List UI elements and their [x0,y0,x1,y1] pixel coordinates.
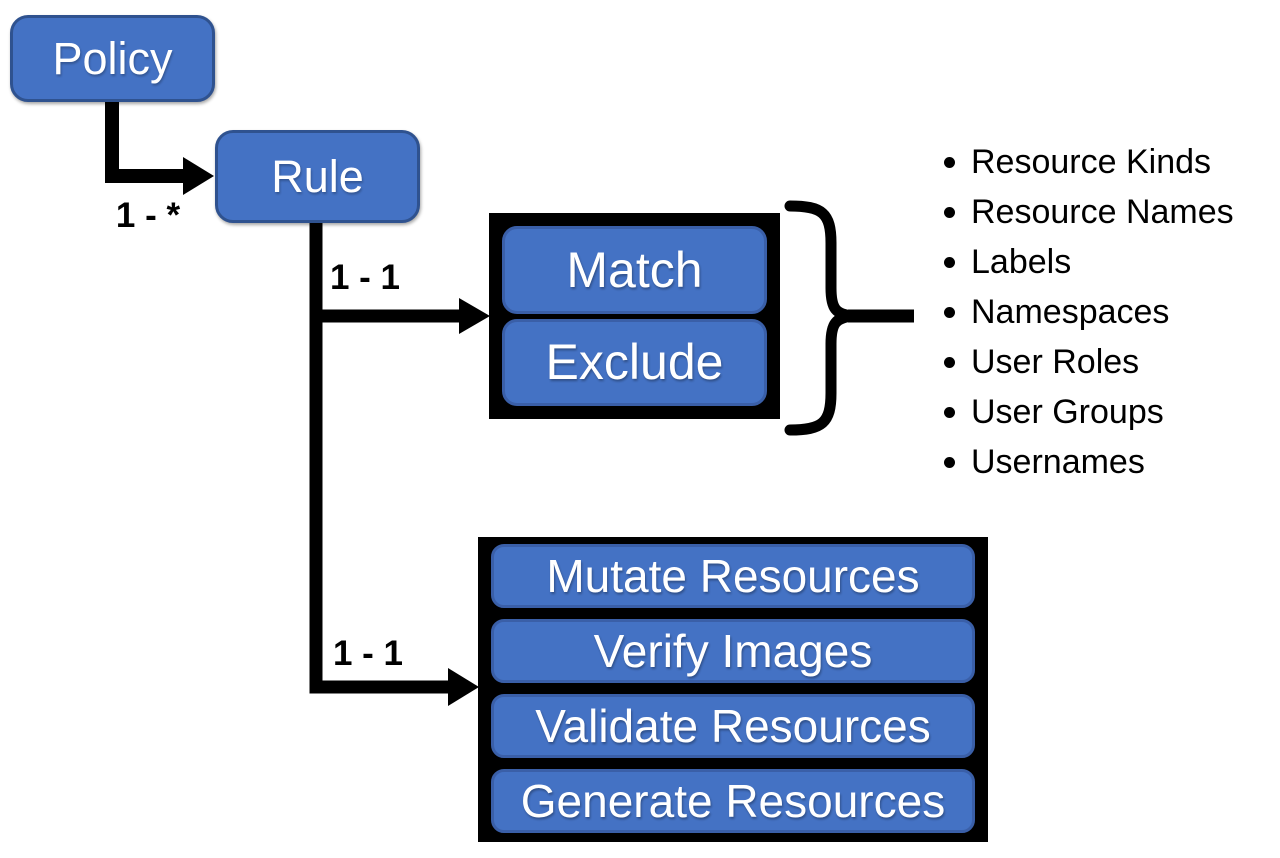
rule-to-actions-connector [309,221,450,694]
list-item: Resource Names [930,187,1234,237]
validate-resources-node: Validate Resources [491,694,975,758]
bullet-icon [944,406,955,418]
bullet-icon [944,356,955,368]
match-exclude-group: Match Exclude [489,213,780,419]
rule-node: Rule [215,130,420,223]
brace-icon [784,200,853,436]
criteria-item-label: Resource Kinds [971,142,1212,181]
verify-images-label: Verify Images [593,625,873,677]
cardinality-rule-actions: 1 - 1 [332,634,404,673]
list-item: User Roles [930,337,1234,387]
criteria-item-label: Namespaces [971,292,1170,331]
rule-to-match-arrowhead-icon [459,298,490,334]
exclude-node-label: Exclude [545,334,724,391]
cardinality-rule-match: 1 - 1 [329,258,401,297]
list-item: Usernames [930,437,1234,487]
match-node-label: Match [566,241,703,298]
verify-images-node: Verify Images [491,619,975,683]
list-item: Namespaces [930,287,1234,337]
bullet-icon [944,256,955,268]
bullet-icon [944,206,955,218]
bullet-icon [944,306,955,318]
policy-to-rule-connector [105,100,184,183]
policy-to-rule-arrowhead-icon [183,157,214,195]
policy-node: Policy [10,15,215,102]
criteria-item-label: Resource Names [971,192,1234,231]
criteria-list: Resource Kinds Resource Names Labels Nam… [930,137,1234,487]
rule-node-label: Rule [271,150,364,202]
policy-node-label: Policy [52,32,173,84]
bullet-icon [944,456,955,468]
list-item: User Groups [930,387,1234,437]
cardinality-policy-rule: 1 - * [115,196,181,235]
list-item: Labels [930,237,1234,287]
mutate-resources-label: Mutate Resources [546,550,920,602]
generate-resources-label: Generate Resources [520,775,946,827]
criteria-item-label: Labels [971,242,1072,281]
list-item: Resource Kinds [930,137,1234,187]
actions-group: Mutate Resources Verify Images Validate … [478,537,988,842]
mutate-resources-node: Mutate Resources [491,544,975,608]
rule-to-actions-arrowhead-icon [448,668,479,706]
bullet-icon [944,156,955,168]
generate-resources-node: Generate Resources [491,769,975,833]
criteria-item-label: User Roles [971,342,1140,381]
match-node: Match [502,226,767,314]
criteria-item-label: User Groups [971,392,1164,431]
validate-resources-label: Validate Resources [535,700,931,752]
exclude-node: Exclude [502,318,767,406]
criteria-item-label: Usernames [971,442,1145,481]
